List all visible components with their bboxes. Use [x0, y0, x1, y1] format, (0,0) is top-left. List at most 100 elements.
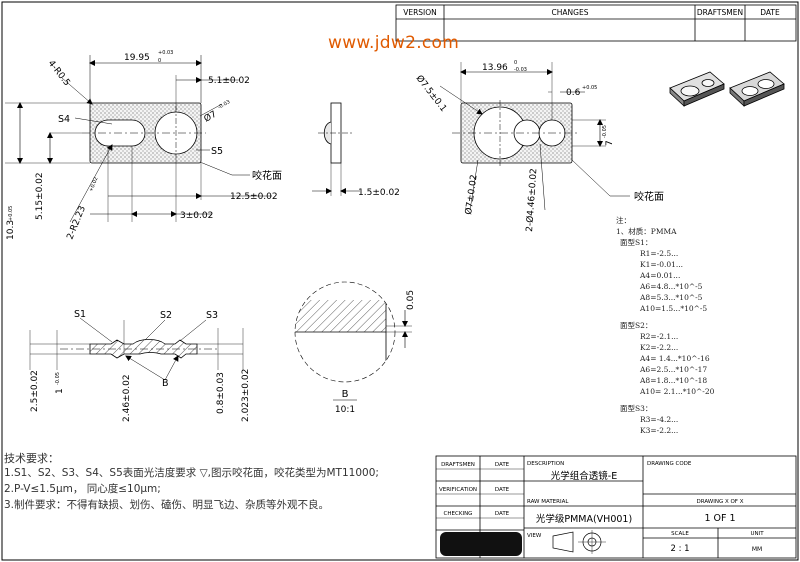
tb-drawing-x-of-x: DRAWING X OF X [696, 499, 743, 505]
notes-block: 注： 1、材质：PMMA 面型S1： R1=-2.5... K1=-0.01..… [616, 215, 714, 436]
notes-s1-line: A6=4.8...*10^-5 [640, 282, 703, 291]
back-dim-4-46: 2-Ø4.46±0.02 [524, 168, 539, 232]
back-dim-width-tol: 0 [514, 60, 517, 66]
detail-dim-0-05: 0.05 [406, 290, 416, 310]
section-dim-2-023: 2.023±0.02 [241, 369, 251, 422]
section-label-b: B [162, 378, 169, 389]
section-dim-2-5: 2.5±0.02 [30, 370, 40, 412]
dim-hole-dia: Ø7 [202, 109, 219, 125]
dim-width: 19.95 [124, 53, 150, 63]
dim-10-3-tol: +0.05 [8, 206, 14, 221]
notes-s2-line: K2=-2.2... [640, 343, 679, 352]
back-dim-7-tol: -0.05 [602, 125, 608, 138]
section-label-s1: S1 [74, 309, 86, 320]
tb-raw-material-value: 光学级PMMA(VH001) [536, 513, 632, 525]
notes-s3-title: 面型S3： [620, 404, 653, 413]
tb-unit-value: MM [752, 546, 762, 553]
tb-view-label: VIEW [527, 533, 542, 539]
tb-date: DATE [495, 462, 510, 468]
dim-3: 3±0.02 [180, 211, 213, 221]
iso-view [669, 71, 785, 107]
section-label-s3: S3 [206, 310, 218, 321]
notes-s3-line: K3=-2.2... [640, 426, 679, 435]
detail-label-b: B [342, 389, 349, 400]
dim-12-5: 12.5±0.02 [230, 192, 278, 202]
notes-s1-title: 面型S1： [620, 238, 653, 247]
label-s4: S4 [58, 114, 70, 125]
notes-s1-line: A8=5.3...*10^-5 [640, 293, 703, 302]
detail-scale: 10:1 [335, 405, 355, 415]
rev-draftsmen-header: DRAFTSMEN [697, 8, 743, 17]
tb-draftsmen: DRAFTSMEN [441, 462, 475, 468]
dim-hole-offset: 5.1±0.02 [208, 76, 250, 86]
title-block [435, 455, 797, 559]
label-frosted-front: 咬花面 [252, 169, 282, 182]
back-dim-0-6: 0.6 [566, 88, 581, 98]
section-dim-0-8: 0.8±0.03 [216, 372, 226, 414]
front-view [5, 55, 272, 223]
dim-radius-tol: +0.02 [88, 176, 99, 192]
dim-radius: 2-R2.23 [66, 205, 88, 241]
notes-s2-line: R2=-2.1... [640, 332, 679, 341]
section-label-s2: S2 [160, 310, 172, 321]
revision-block: VERSION CHANGES DRAFTSMEN DATE [395, 4, 797, 42]
side-view [312, 102, 360, 196]
requirements-line-3: 3.制件要求：不得有缺损、划伤、磕伤、明显飞边、杂质等外观不良。 [4, 499, 330, 511]
back-view [439, 62, 630, 211]
requirements-line-1: 1.S1、S2、S3、S4、S5表面光洁度要求 ▽,图示咬花面，咬花类型为MT1… [4, 467, 379, 479]
dim-hole-dia-tol: -0.03 [217, 99, 231, 111]
detail-view [294, 281, 412, 401]
back-dim-width: 13.96 [482, 63, 508, 73]
dim-width-tol: +0.03 [158, 50, 173, 56]
rev-version-header: VERSION [403, 8, 437, 17]
notes-s1-line: R1=-2.5... [640, 249, 679, 258]
rev-date-header: DATE [760, 8, 780, 17]
back-dim-0-6-tol: +0.05 [582, 85, 597, 91]
dim-10-3: 10.3 [6, 220, 16, 240]
label-s5: S5 [211, 146, 223, 157]
back-dim-7: 7 [605, 140, 615, 146]
tb-drawing-code-label: DRAWING CODE [647, 461, 692, 467]
notes-s3-line: R3=-4.2... [640, 415, 679, 424]
tb-scale-value: 2 : 1 [670, 544, 689, 554]
dim-corner-radius: 4-R0.5 [46, 59, 72, 88]
notes-s1-line: A10=1.5...*10^-5 [640, 304, 708, 313]
tb-description-label: DESCRIPTION [527, 461, 564, 467]
tb-description-value: 光学组合透镜-E [551, 470, 617, 482]
watermark-text: www.jdw2.com [328, 33, 460, 53]
dim-5-15: 5.15±0.02 [35, 172, 45, 220]
notes-s2-title: 面型S2： [620, 321, 653, 330]
notes-s2-line: A8=1.8...*10^-18 [640, 376, 708, 385]
back-dim-7-5: Ø7.5±0.1 [414, 73, 449, 114]
tb-scale-label: SCALE [671, 531, 689, 537]
tb-date-2: DATE [495, 487, 510, 493]
notes-s2-line: A4= 1.4...*10^-16 [640, 354, 710, 363]
back-dim-phi7: Ø7±0.02 [463, 174, 480, 216]
notes-s1-line: A4=0.01... [640, 271, 681, 280]
tb-drawing-value: 1 OF 1 [704, 513, 735, 524]
label-frosted-back: 咬花面 [634, 190, 664, 203]
back-dim-width-tol2: -0.03 [514, 67, 527, 73]
redacted-mark [440, 532, 522, 556]
tb-date-3: DATE [495, 511, 510, 517]
section-dim-2-46: 2.46±0.02 [122, 374, 132, 422]
tb-checking: CHECKING [444, 511, 473, 517]
notes-s1-line: K1=-0.01... [640, 260, 684, 269]
rev-changes-header: CHANGES [552, 8, 589, 17]
projection-symbol [552, 530, 606, 554]
notes-s2-line: A6=2.5...*10^-17 [640, 365, 708, 374]
requirements-line-2: 2.P-V≤1.5μm， 同心度≤10μm; [4, 483, 161, 495]
tb-unit-label: UNIT [750, 531, 764, 537]
section-dim-1-tol: -0.05 [55, 372, 61, 385]
dim-width-tol2: 0 [158, 58, 161, 64]
notes-title: 注： [616, 216, 631, 225]
section-dim-1: 1 [55, 388, 65, 394]
tb-raw-material-label: RAW MATERIAL [527, 499, 569, 505]
section-view [29, 317, 244, 381]
notes-material: 1、材质：PMMA [616, 227, 677, 236]
requirements-title: 技术要求： [4, 452, 59, 465]
dim-1-5: 1.5±0.02 [358, 188, 400, 198]
tb-verification: VERIFICATION [439, 487, 477, 493]
